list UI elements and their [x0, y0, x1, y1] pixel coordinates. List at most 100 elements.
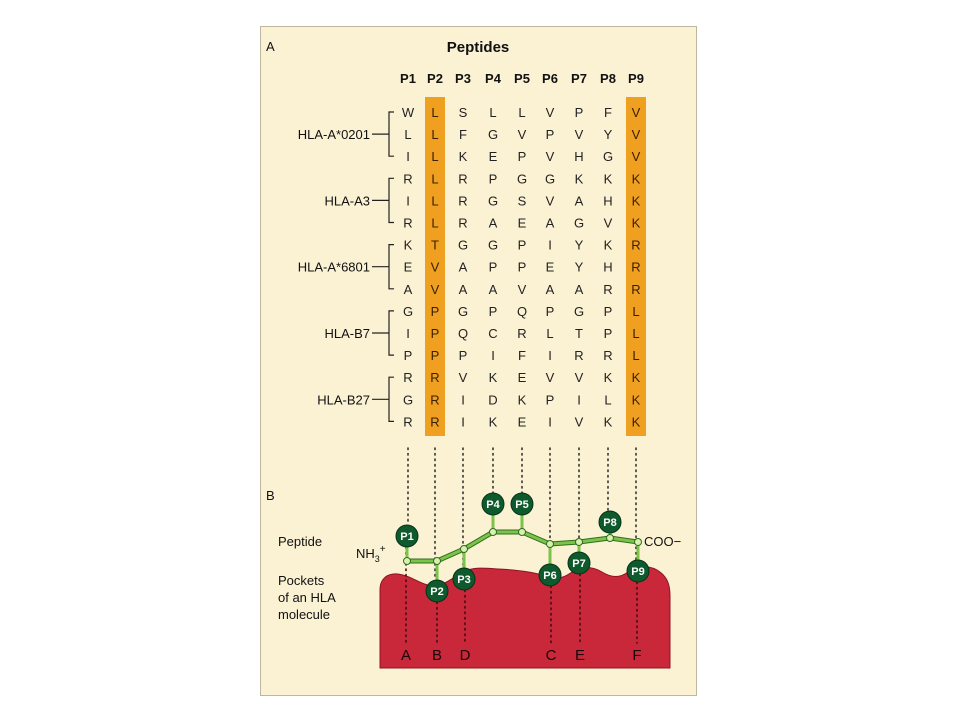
residue-p3: G [458, 304, 468, 319]
residue-p7: V [575, 370, 584, 385]
residue-p7: A [575, 282, 584, 297]
bracket [388, 310, 394, 356]
residue-p5: P [518, 260, 527, 275]
residue-p6: I [548, 348, 552, 363]
residue-p2: L [431, 127, 438, 142]
residue-p8: H [603, 193, 612, 208]
residue-p5: E [518, 370, 527, 385]
residue-p5: E [518, 414, 527, 429]
residue-p6: I [548, 238, 552, 253]
residue-p6: P [546, 304, 555, 319]
residue-p8: P [604, 326, 613, 341]
residue-p4: A [489, 282, 498, 297]
residue-p8: V [604, 216, 613, 231]
chain-node [575, 538, 583, 546]
residue-p2: L [431, 149, 438, 164]
pocket-label-a: A [401, 647, 411, 664]
chain-node [460, 545, 468, 553]
residue-p9: L [632, 348, 639, 363]
residue-p4: K [489, 370, 498, 385]
residue-p2: L [431, 171, 438, 186]
residue-p2: R [430, 414, 439, 429]
pockets-label: of an HLA [278, 590, 336, 605]
residue-bead-p5 [510, 492, 534, 516]
position-header-p6: P6 [542, 71, 558, 86]
residue-p8: G [603, 149, 613, 164]
residue-p6: V [546, 370, 555, 385]
residue-p2: V [431, 282, 440, 297]
residue-p6: A [546, 216, 555, 231]
residue-p5: R [517, 326, 526, 341]
residue-p5: V [518, 282, 527, 297]
residue-bead-p2 [425, 579, 449, 603]
residue-p7: P [575, 105, 584, 120]
chain-node [518, 528, 526, 536]
n-terminus-sub: 3 [375, 554, 380, 564]
residue-p2: T [431, 238, 439, 253]
position-header-p8: P8 [600, 71, 616, 86]
chain-node [546, 540, 554, 548]
residue-p1: R [403, 216, 412, 231]
residue-p1: A [404, 282, 413, 297]
residue-p8: F [604, 105, 612, 120]
residue-p8: K [604, 171, 613, 186]
residue-p3: A [459, 282, 468, 297]
residue-p6: I [548, 414, 552, 429]
position-header-p1: P1 [400, 71, 416, 86]
residue-p2: R [430, 392, 439, 407]
residue-p2: V [431, 260, 440, 275]
residue-p7: Y [575, 238, 584, 253]
residue-p8: P [604, 304, 613, 319]
residue-p3: P [459, 348, 468, 363]
residue-p5: K [518, 392, 527, 407]
residue-p1: G [403, 304, 413, 319]
residue-p8: H [603, 260, 612, 275]
pocket-label-e: E [575, 647, 585, 664]
residue-p5: E [518, 216, 527, 231]
residue-p5: P [518, 149, 527, 164]
residue-bead-label-p2: P2 [430, 586, 443, 598]
allele-label: HLA-B7 [324, 326, 370, 341]
residue-p3: V [459, 370, 468, 385]
residue-p3: F [459, 127, 467, 142]
residue-p1: I [406, 326, 410, 341]
residue-p9: K [632, 414, 641, 429]
residue-p3: R [458, 193, 467, 208]
residue-p6: G [545, 171, 555, 186]
residue-p7: G [574, 216, 584, 231]
residue-p1: G [403, 392, 413, 407]
residue-p1: R [403, 370, 412, 385]
chain-node [606, 534, 614, 542]
peptide-chain-outline [407, 529, 639, 564]
residue-p7: I [577, 392, 581, 407]
residue-p7: A [575, 193, 584, 208]
residue-p4: K [489, 414, 498, 429]
residue-p4: G [488, 127, 498, 142]
residue-p4: P [489, 171, 498, 186]
residue-p4: A [489, 216, 498, 231]
residue-p3: K [459, 149, 468, 164]
residue-p1: K [404, 238, 413, 253]
peptide-label: Peptide [278, 534, 322, 549]
panel-label-b: B [266, 488, 275, 503]
residue-p2: P [431, 326, 440, 341]
bracket [388, 244, 394, 290]
residue-bead-label-p5: P5 [515, 499, 528, 511]
residue-p4: L [489, 105, 496, 120]
residue-p2: P [431, 304, 440, 319]
residue-p8: L [604, 392, 611, 407]
residue-p7: V [575, 127, 584, 142]
chain-node [433, 557, 441, 565]
residue-p6: L [546, 326, 553, 341]
residue-p4: P [489, 304, 498, 319]
residue-p1: P [404, 348, 413, 363]
residue-p5: Q [517, 304, 527, 319]
residue-p3: I [461, 392, 465, 407]
residue-p1: R [403, 171, 412, 186]
residue-p9: V [632, 105, 641, 120]
residue-p9: K [632, 392, 641, 407]
residue-p1: I [406, 149, 410, 164]
residue-p8: K [604, 414, 613, 429]
residue-bead-label-p6: P6 [543, 570, 556, 582]
position-header-p5: P5 [514, 71, 530, 86]
